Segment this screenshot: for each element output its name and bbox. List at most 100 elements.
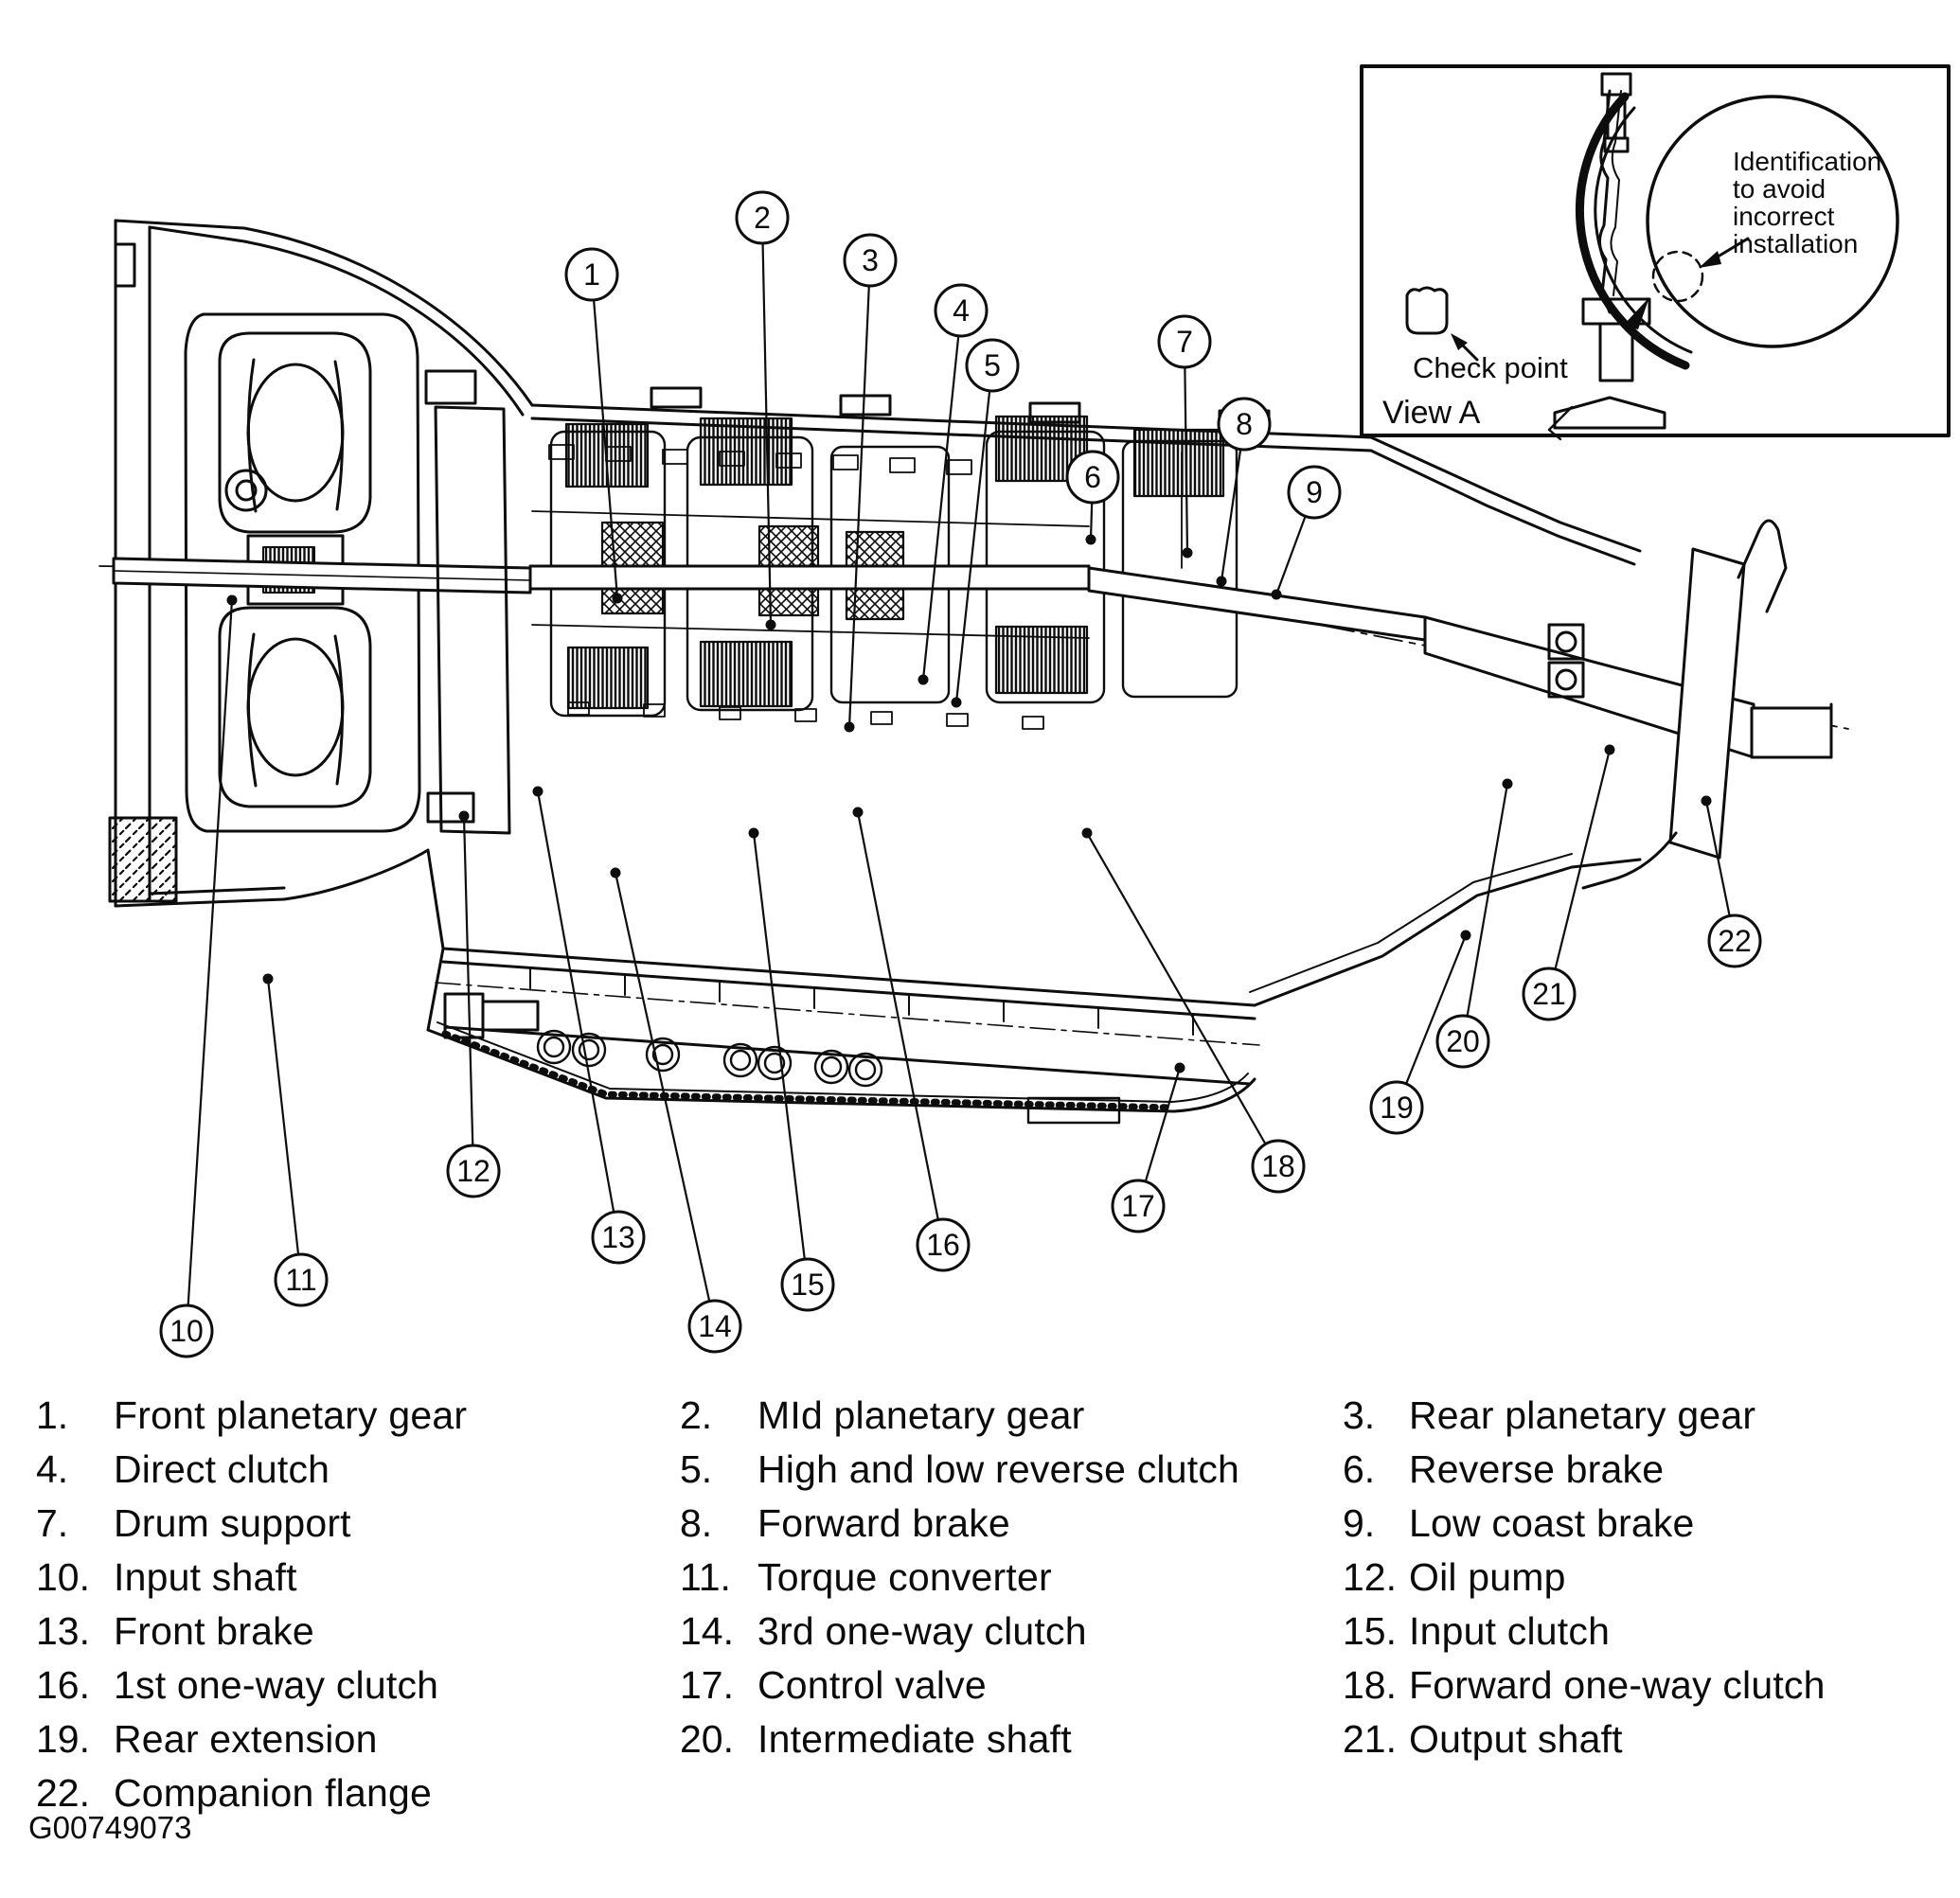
callout-19: 19 [1369,930,1471,1135]
identification-arrow [1699,237,1750,268]
callout-number: 20 [1446,1024,1480,1058]
callout-circle [934,283,989,338]
callout-number: 6 [1084,460,1101,494]
callout-leader-line [614,871,717,1328]
callout-number: 2 [754,201,771,235]
callout-target-dot [1085,534,1096,545]
callout-circle [1707,914,1762,968]
callout-number: 4 [953,293,970,328]
pan-bolt [443,992,540,1039]
callout-circle [591,1210,646,1265]
callout-circle [1111,1179,1166,1233]
callout-target-dot [951,697,962,708]
figure-code: G00749073 [28,1810,192,1845]
view-a-label: View A [1382,395,1481,431]
callout-leader-line [921,309,963,682]
rear-extension [1249,435,1642,1007]
callout-target-dot [748,827,759,839]
callout-number: 10 [169,1314,204,1348]
identification-mark-dashed-circle [1651,250,1704,303]
callout-10: 10 [159,594,238,1358]
clutch-packs [564,415,1225,710]
callout-number: 9 [1306,475,1323,509]
callout-circle [687,1299,742,1354]
callout-target-dot [765,619,776,630]
callout-leader-line [185,598,234,1333]
callout-1: 1 [564,247,623,604]
callout-target-dot [844,721,855,733]
callout-leader-line [1547,748,1612,996]
callout-target-dot [1460,930,1471,941]
callout-12: 12 [446,810,501,1198]
callout-18: 18 [1081,827,1306,1194]
callout-target-dot [532,786,543,797]
callout-circle [1251,1139,1306,1194]
callout-leader-line [760,216,773,627]
callout-circle [1065,450,1120,505]
callout-circle [1435,1014,1490,1069]
callout-leader-line [847,258,872,729]
output-shaft [1423,615,1833,759]
callout-circle [735,190,790,245]
callout-number: 3 [862,243,879,277]
view-direction-arrow [1623,297,1649,329]
callout-circle [1287,465,1342,520]
callout-number: 19 [1380,1091,1414,1125]
callout-circle [1522,967,1577,1021]
callout-3: 3 [843,233,898,733]
callout-8: 8 [1216,397,1272,587]
callout-target-dot [1502,778,1513,789]
callout-13: 13 [532,786,646,1265]
intermediate-shaft [528,564,1427,642]
callout-number: 22 [1718,924,1752,958]
callout-circle [1157,314,1212,369]
callout-circle [446,1144,501,1198]
callout-circle [1369,1080,1424,1135]
callout-target-dot [918,674,929,685]
callout-leader-line [266,977,303,1282]
drive-plate-drawing [1547,72,1693,441]
callout-22: 22 [1701,795,1762,968]
callout-number: 8 [1236,407,1253,441]
companion-flange [1581,519,1788,890]
callout-leader-line [856,810,945,1247]
callout-number: 21 [1532,977,1566,1011]
callout-target-dot [1604,744,1615,755]
identification-note: Identification to avoid incorrect instal… [1733,147,1889,258]
callout-number: 5 [984,348,1001,382]
callout-2: 2 [735,190,790,630]
callout-6: 6 [1065,450,1120,545]
input-shaft [112,557,532,594]
callout-circle [780,1257,835,1312]
callout-number: 17 [1121,1189,1155,1223]
callout-15: 15 [748,827,835,1312]
control-valve-body [426,947,1260,1088]
callout-number: 16 [926,1228,960,1262]
callout-circle [564,247,619,302]
callout-leader-line [1395,933,1468,1109]
callout-target-dot [1182,547,1193,559]
callout-target-dot [852,807,864,818]
callout-circle [843,233,898,288]
check-point-label: Check point [1413,351,1568,384]
callout-16: 16 [852,807,971,1272]
callout-9: 9 [1271,465,1342,600]
callout-leader-line [590,273,619,600]
callout-number: 14 [698,1309,732,1343]
callout-4: 4 [918,283,989,685]
callout-5: 5 [951,338,1020,708]
callout-leader-line [1085,831,1280,1168]
callout-number: 7 [1176,325,1193,359]
oil-pan [426,1021,1256,1125]
callout-target-dot [612,593,623,604]
callout-target-dot [1081,827,1093,839]
callout-21: 21 [1522,744,1615,1021]
callout-target-dot [1216,576,1227,587]
inset-view-a: Identification to avoid incorrect instal… [1360,64,1951,441]
callout-leader-line [752,831,810,1286]
callout-number: 15 [791,1268,825,1302]
check-point-symbol [1405,286,1479,362]
